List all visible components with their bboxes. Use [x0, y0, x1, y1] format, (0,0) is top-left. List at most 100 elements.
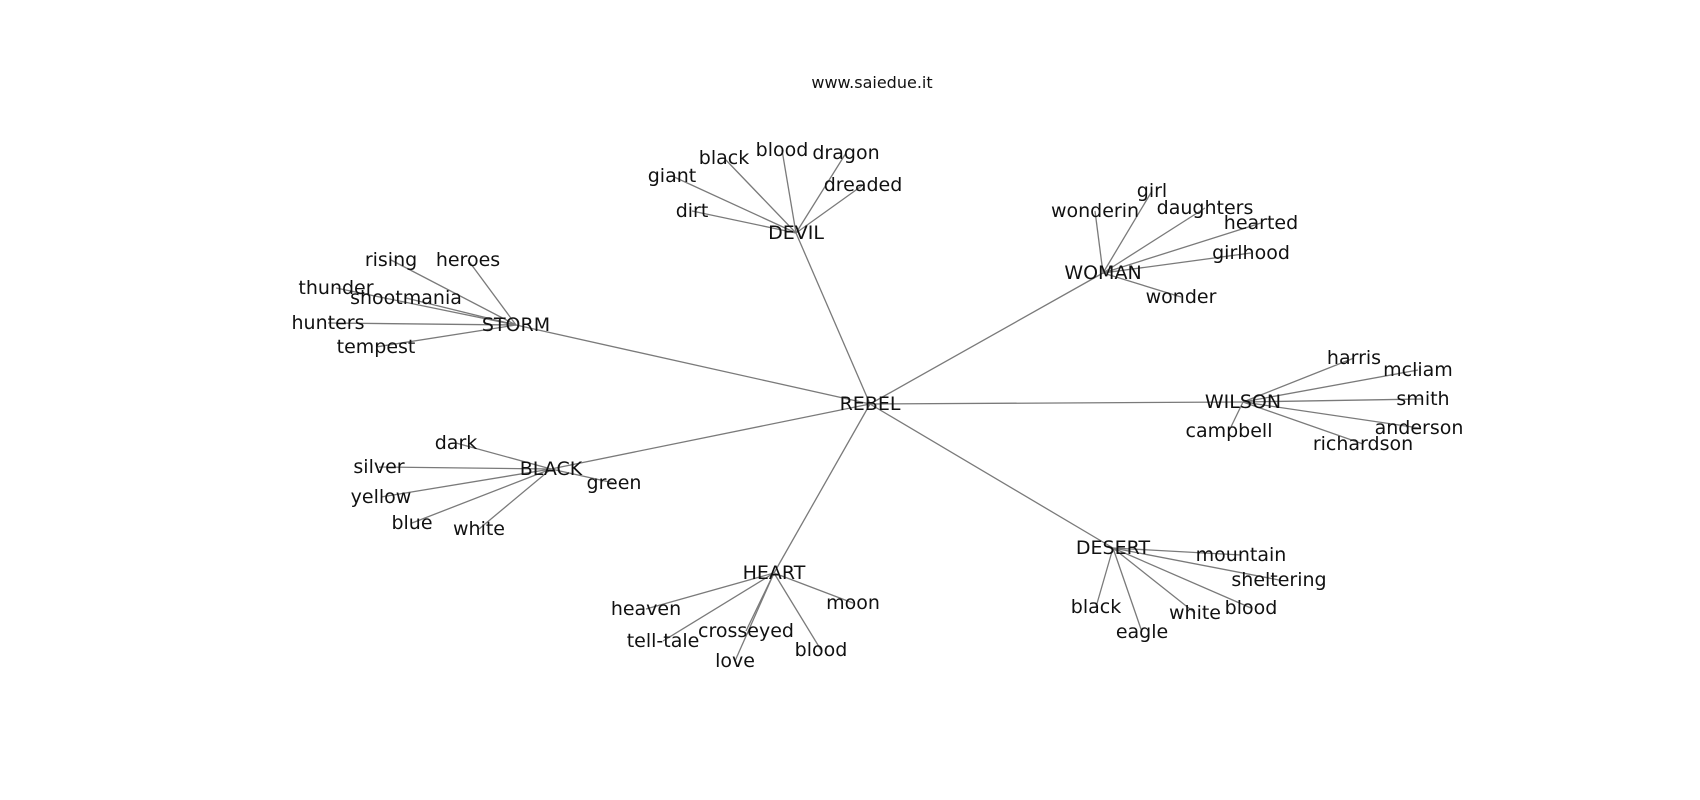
leaf-node-green: green [587, 472, 642, 494]
leaf-node-blood: blood [1225, 597, 1278, 619]
leaf-node-anderson: anderson [1375, 417, 1464, 439]
edge-wilson-campbell [1228, 401, 1244, 432]
edge-storm-rising [390, 259, 517, 326]
edge-heart-heaven [645, 572, 775, 610]
edge-wilson-anderson [1242, 401, 1420, 429]
leaf-node-tell-tale: tell-tale [627, 630, 700, 652]
leaf-node-thunder: thunder [298, 277, 373, 299]
edge-devil-blood [781, 149, 797, 234]
edge-storm-heroes [467, 259, 517, 326]
leaf-node-heaven: heaven [611, 598, 681, 620]
edge-storm-thunder [335, 287, 517, 326]
edge-wilson-mcliam [1242, 369, 1419, 403]
edge-black-green [550, 468, 615, 484]
leaf-node-eagle: eagle [1116, 621, 1168, 643]
leaf-node-dragon: dragon [812, 142, 879, 164]
leaf-node-tempest: tempest [337, 336, 416, 358]
edge-heart-blood [773, 572, 822, 651]
leaf-node-blood: blood [795, 639, 848, 661]
edge-root-storm [515, 324, 871, 405]
cluster-node-devil: DEVIL [768, 222, 824, 244]
cluster-node-desert: DESERT [1076, 537, 1151, 559]
leaf-node-sheltering: sheltering [1231, 569, 1326, 591]
edge-root-heart [773, 403, 871, 574]
leaf-node-smith: smith [1396, 388, 1449, 410]
leaf-node-white: white [453, 518, 505, 540]
leaf-node-wonder: wonder [1146, 286, 1217, 308]
edge-black-silver [378, 466, 552, 470]
leaf-node-heroes: heroes [436, 249, 500, 271]
leaf-node-hearted: hearted [1224, 212, 1298, 234]
edge-black-dark [455, 442, 552, 470]
edge-desert-blood [1112, 547, 1252, 609]
leaf-node-love: love [715, 650, 755, 672]
edge-wilson-smith [1242, 398, 1424, 403]
leaf-node-harris: harris [1327, 347, 1381, 369]
leaf-node-richardson: richardson [1313, 433, 1413, 455]
edge-devil-black [723, 157, 797, 234]
edge-desert-black [1095, 547, 1114, 608]
leaf-node-shootmania: shootmania [350, 287, 462, 309]
edge-devil-dirt [691, 210, 797, 234]
leaf-node-hunters: hunters [292, 312, 365, 334]
edge-root-desert [869, 403, 1114, 549]
leaf-node-blood: blood [756, 139, 809, 161]
leaf-node-silver: silver [353, 456, 404, 478]
edge-desert-eagle [1112, 547, 1143, 633]
cluster-node-black: BLACK [520, 458, 583, 480]
edge-woman-girl [1102, 190, 1153, 274]
leaf-node-dirt: dirt [676, 200, 709, 222]
edge-heart-love [734, 572, 775, 662]
edge-heart-tell-tale [662, 572, 775, 642]
edge-heart-moon [773, 572, 854, 604]
edge-desert-sheltering [1112, 547, 1280, 581]
leaf-node-giant: giant [648, 165, 696, 187]
edge-root-woman [869, 272, 1104, 405]
leaf-node-wonderin: wonderin [1051, 200, 1139, 222]
cluster-node-storm: STORM [482, 314, 550, 336]
edge-black-blue [411, 468, 552, 524]
edge-wilson-harris [1242, 357, 1355, 403]
edge-root-wilson [869, 401, 1244, 405]
edge-desert-white [1112, 547, 1196, 614]
leaf-node-blue: blue [391, 512, 432, 534]
edge-root-devil [795, 232, 871, 405]
edge-woman-wonderin [1094, 210, 1104, 274]
leaf-node-girlhood: girlhood [1212, 242, 1290, 264]
edge-woman-wonder [1102, 272, 1182, 298]
leaf-node-black: black [1071, 596, 1121, 618]
edge-storm-hunters [327, 322, 517, 326]
edge-woman-hearted [1102, 222, 1262, 274]
leaf-node-dreaded: dreaded [824, 174, 903, 196]
leaf-node-dark: dark [435, 432, 478, 454]
root-node-label: REBEL [840, 393, 901, 415]
leaf-node-mcliam: mcliam [1383, 359, 1453, 381]
leaf-node-daughters: daughters [1157, 197, 1254, 219]
edge-black-yellow [380, 468, 552, 498]
edge-root-black [550, 403, 871, 470]
watermark-text: www.saiedue.it [811, 73, 932, 92]
edge-storm-shootmania [405, 297, 517, 326]
leaf-node-girl: girl [1137, 180, 1167, 202]
leaf-node-yellow: yellow [351, 486, 412, 508]
edge-devil-dreaded [795, 184, 864, 234]
leaf-node-mountain: mountain [1196, 544, 1287, 566]
edge-devil-giant [671, 175, 797, 234]
leaf-node-black: black [699, 147, 749, 169]
edge-storm-tempest [375, 324, 517, 348]
leaf-node-campbell: campbell [1186, 420, 1273, 442]
edge-desert-mountain [1112, 547, 1242, 556]
cluster-node-heart: HEART [743, 562, 806, 584]
cluster-node-wilson: WILSON [1205, 391, 1281, 413]
edge-woman-daughters [1102, 207, 1206, 274]
leaf-node-rising: rising [365, 249, 417, 271]
cluster-node-woman: WOMAN [1064, 262, 1141, 284]
edge-wilson-richardson [1242, 401, 1364, 445]
edge-devil-dragon [795, 152, 847, 234]
edge-black-white [478, 468, 552, 530]
edge-layer [327, 149, 1424, 662]
leaf-node-crosseyed: crosseyed [698, 620, 794, 642]
leaf-node-moon: moon [826, 592, 880, 614]
